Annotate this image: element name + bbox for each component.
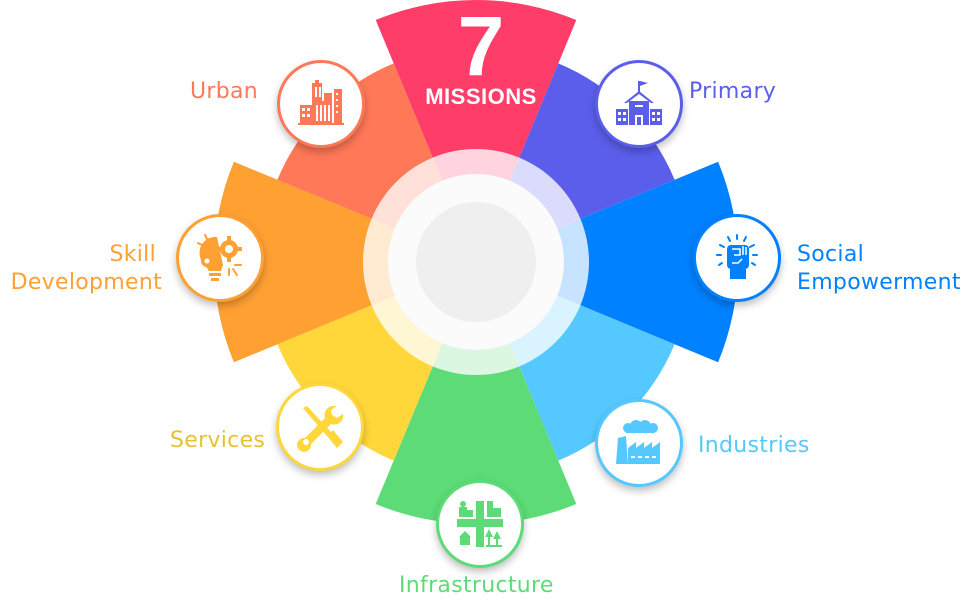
lightbulb-gears-icon: [197, 234, 242, 281]
primary-label: Primary: [689, 79, 777, 104]
wedge-social-empowerment: [476, 161, 739, 363]
wedge-infrastructure: [375, 262, 577, 524]
wedge-title: [375, 0, 577, 262]
raised-fist-icon: [716, 234, 758, 279]
primary-badge[interactable]: [595, 60, 683, 148]
infrastructure-label: Infrastructure: [399, 573, 554, 598]
hub-core: [416, 202, 536, 322]
infrastructure-badge[interactable]: [436, 480, 524, 568]
skill-development-line2: Development: [10, 270, 162, 295]
social-empowerment-line1: Social: [797, 242, 865, 267]
city-infrastructure-icon: [457, 501, 503, 547]
industries-badge[interactable]: [595, 399, 683, 487]
skill-development-line1: Skill: [109, 242, 156, 267]
social-empowerment-line2: Empowerment: [797, 270, 961, 295]
school-icon: [616, 81, 662, 125]
skill-development-label: Skill Development: [0, 241, 162, 297]
services-badge[interactable]: [276, 383, 364, 471]
social-empowerment-label: Social Empowerment: [797, 241, 961, 297]
social-empowerment-badge[interactable]: [693, 214, 781, 302]
missions-title: MISSIONS: [425, 84, 537, 109]
missions-count: 7: [457, 0, 505, 93]
buildings-icon: [298, 80, 344, 125]
wedge-skill-development: [213, 161, 477, 363]
tools-icon: [297, 406, 344, 452]
urban-badge[interactable]: [277, 60, 365, 148]
skill-development-badge[interactable]: [176, 214, 264, 302]
services-label: Services: [170, 428, 266, 453]
industries-label: Industries: [698, 433, 810, 458]
factory-icon: [616, 420, 660, 464]
urban-label: Urban: [190, 79, 259, 104]
